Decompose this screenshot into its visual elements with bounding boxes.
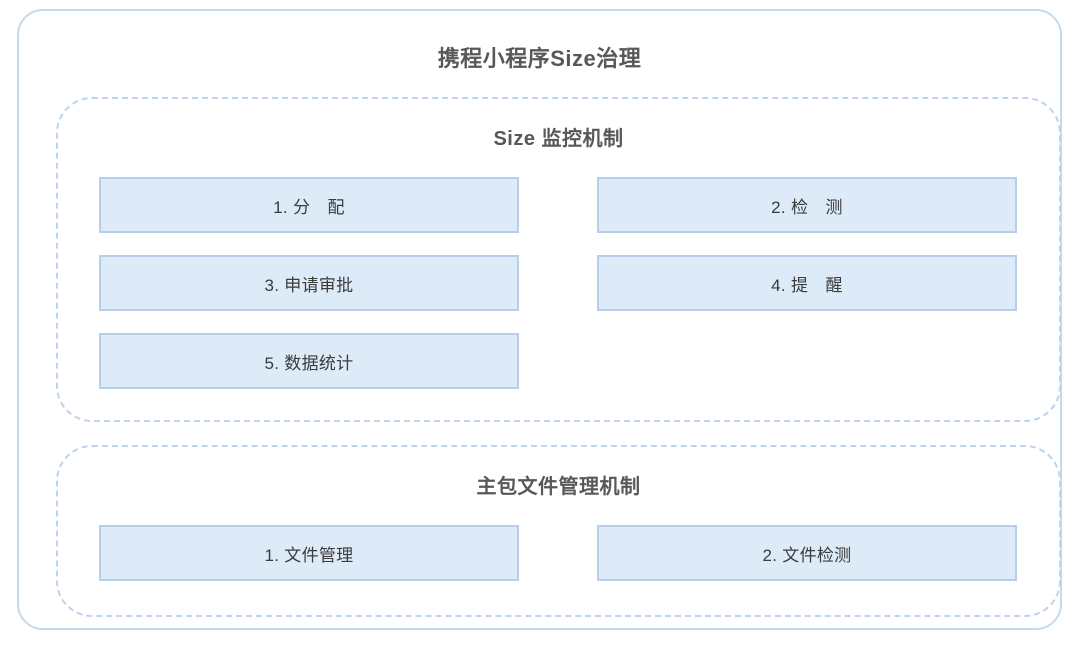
- section-size-monitoring: Size 监控机制 1. 分 配 2. 检 测 3. 申请审批 4. 提 醒 5…: [56, 97, 1061, 422]
- item-box-reminder[interactable]: 4. 提 醒: [597, 255, 1017, 311]
- section-main-package-file-management: 主包文件管理机制 1. 文件管理 2. 文件检测: [56, 445, 1061, 617]
- page-title: 携程小程序Size治理: [437, 46, 642, 71]
- item-box-file-management[interactable]: 1. 文件管理: [99, 525, 519, 581]
- item-box-file-detection[interactable]: 2. 文件检测: [597, 525, 1017, 581]
- item-box-detection[interactable]: 2. 检 测: [597, 177, 1017, 233]
- item-grid-size-monitoring: 1. 分 配 2. 检 测 3. 申请审批 4. 提 醒 5. 数据统计: [99, 177, 1017, 389]
- item-box-allocation[interactable]: 1. 分 配: [99, 177, 519, 233]
- outer-container: 携程小程序Size治理 Size 监控机制 1. 分 配 2. 检 测 3. 申…: [17, 9, 1062, 630]
- section-title-main-package-file-management: 主包文件管理机制: [476, 476, 641, 498]
- item-box-data-statistics[interactable]: 5. 数据统计: [99, 333, 519, 389]
- item-box-application-approval[interactable]: 3. 申请审批: [99, 255, 519, 311]
- section-title-size-monitoring: Size 监控机制: [493, 128, 624, 150]
- item-grid-file-management: 1. 文件管理 2. 文件检测: [99, 525, 1017, 581]
